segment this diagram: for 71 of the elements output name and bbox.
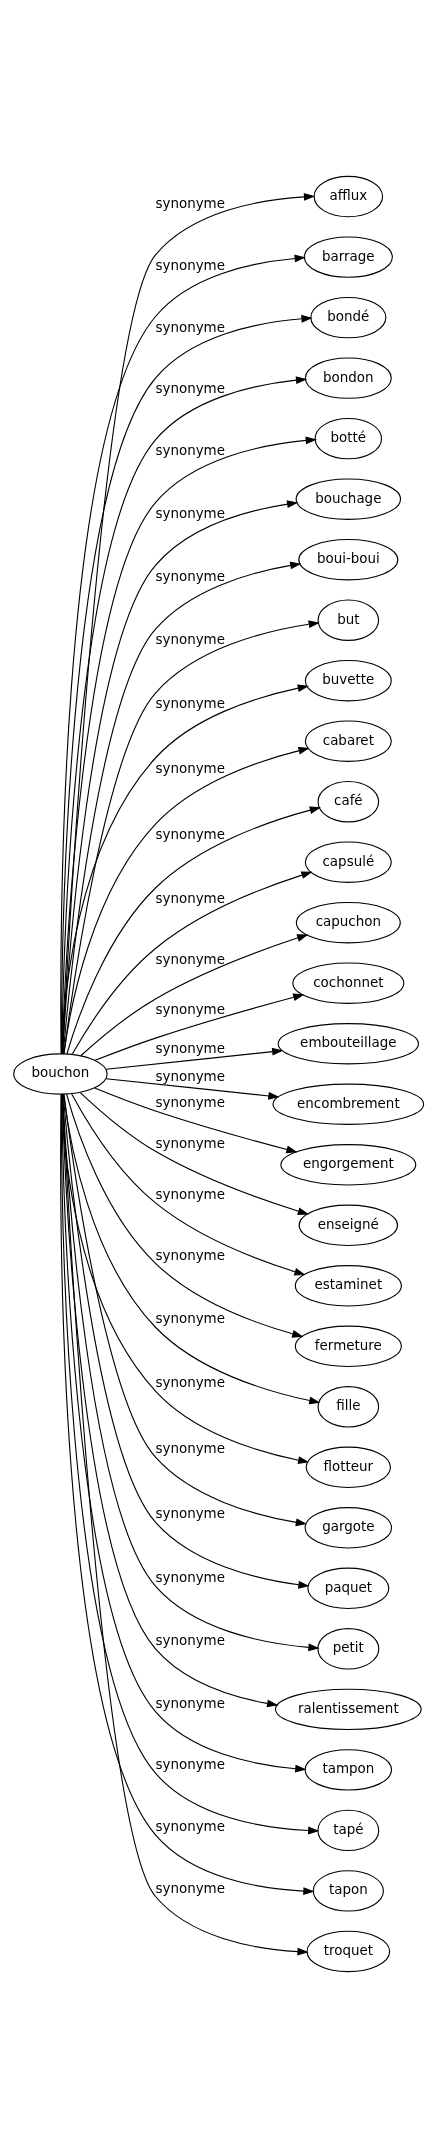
node-ellipse: botté (314, 417, 382, 459)
node-ellipse: petit (316, 1627, 379, 1670)
edge-label: synonyme (154, 1695, 225, 1711)
edge-label: synonyme (154, 1247, 225, 1263)
edge-label: synonyme (154, 1632, 225, 1648)
edge-label: synonyme (154, 1818, 225, 1834)
node-ellipse: buvette (304, 659, 392, 701)
arrow (61, 1093, 278, 1707)
edge-label: synonyme (154, 1374, 225, 1390)
arrow (62, 1093, 320, 1404)
node-ellipse: afflux (313, 175, 383, 217)
node-ellipse: ralentissement (274, 1688, 422, 1730)
edge-label: synonyme (154, 1135, 225, 1151)
edge-label: synonyme (154, 695, 225, 711)
node-ellipse: encombrement (271, 1083, 424, 1125)
arrow (65, 805, 321, 1054)
edge-label: synonyme (154, 1068, 225, 1084)
node-ellipse: flotteur (305, 1446, 391, 1488)
edge-label: synonyme (154, 890, 225, 906)
edge-label: synonyme (154, 568, 225, 584)
edge-label: synonyme (154, 1094, 225, 1110)
edge-label: synonyme (154, 1310, 225, 1326)
arrow (79, 933, 308, 1056)
node-ellipse: but (317, 598, 379, 641)
arrow (105, 1077, 280, 1100)
edge-label: synonyme (154, 1505, 225, 1521)
node-ellipse: tampon (304, 1748, 392, 1791)
edge-label: synonyme (154, 257, 225, 273)
edge-label: synonyme (154, 1880, 225, 1896)
node-ellipse: cabaret (304, 719, 392, 762)
arrow (60, 683, 309, 1054)
node-ellipse: boui-boui (297, 538, 398, 580)
edge-label: synonyme (154, 1001, 225, 1017)
arrow (94, 993, 304, 1061)
arrow (71, 870, 312, 1055)
arrow (93, 1086, 298, 1153)
edge-label: synonyme (154, 951, 225, 967)
edge-label: synonyme (154, 505, 225, 521)
node-ellipse: fermeture (294, 1325, 402, 1367)
edge-label: synonyme (154, 760, 225, 776)
edge-label: synonyme (154, 1569, 225, 1585)
arrow (65, 1093, 303, 1338)
node-ellipse: embouteillage (277, 1022, 419, 1064)
edge-label: synonyme (154, 1756, 225, 1772)
arrow (105, 1047, 283, 1070)
edge-label: synonyme (154, 195, 225, 211)
edge-label: synonyme (154, 442, 225, 458)
edge-label: synonyme (154, 631, 225, 647)
node-ellipse: tapé (316, 1809, 379, 1851)
node-ellipse: troquet (305, 1930, 390, 1972)
node-ellipse: paquet (306, 1567, 389, 1609)
node-ellipse: bouchon (12, 1052, 108, 1095)
edge-label: synonyme (154, 826, 225, 842)
node-ellipse: gargote (304, 1506, 392, 1549)
arrow (79, 1091, 309, 1215)
node-ellipse: bondé (309, 296, 386, 338)
node-ellipse: barrage (303, 235, 393, 278)
arrow (62, 746, 310, 1054)
node-ellipse: tapon (312, 1869, 384, 1912)
arrow (63, 619, 320, 1054)
edge-label: synonyme (154, 1186, 225, 1202)
node-ellipse: bondon (304, 356, 392, 399)
node-ellipse: fille (317, 1385, 379, 1428)
node-ellipse: capsulé (304, 841, 392, 883)
edge-label: synonyme (154, 380, 225, 396)
arrow (70, 1092, 306, 1275)
edge-label: synonyme (154, 1440, 225, 1456)
node-ellipse: bouchage (295, 477, 401, 520)
edge-label: synonyme (154, 319, 225, 335)
edge-label: synonyme (154, 1040, 225, 1056)
node-ellipse: café (317, 780, 379, 822)
